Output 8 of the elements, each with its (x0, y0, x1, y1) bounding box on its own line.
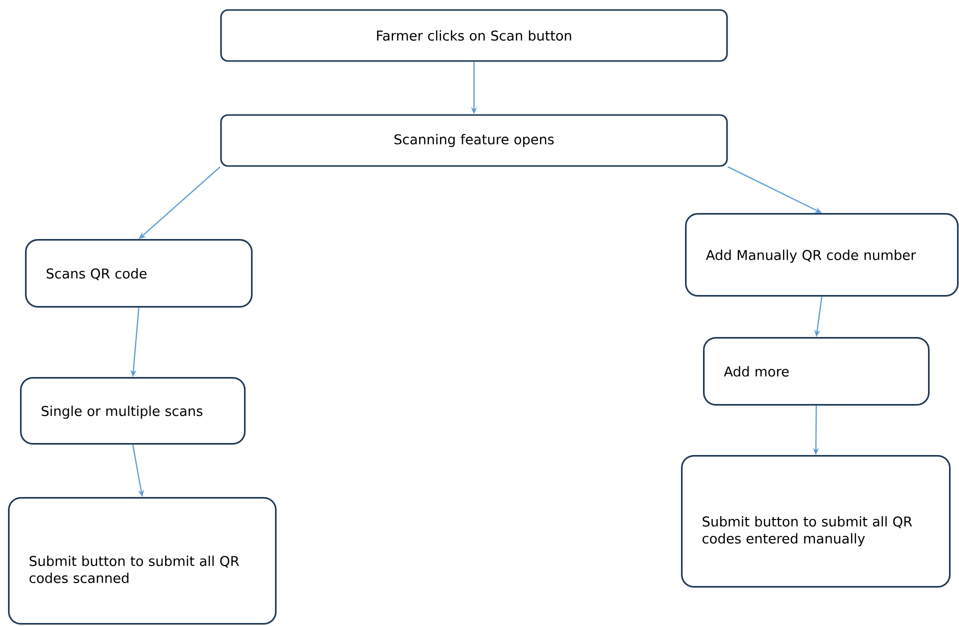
process-box: Scanning feature opens (220, 114, 728, 167)
process-box: Add more (703, 337, 930, 406)
process-box: Single or multiple scans (20, 377, 246, 445)
process-box: Add Manually QR code number (685, 213, 959, 297)
process-box: Submit button to submit all QR codes scanned (8, 497, 277, 625)
process-box: Submit button to submit all QR codes entered manually (681, 455, 951, 588)
process-box: Scans QR code (25, 239, 253, 308)
process-box: Farmer clicks on Scan button (220, 9, 728, 62)
